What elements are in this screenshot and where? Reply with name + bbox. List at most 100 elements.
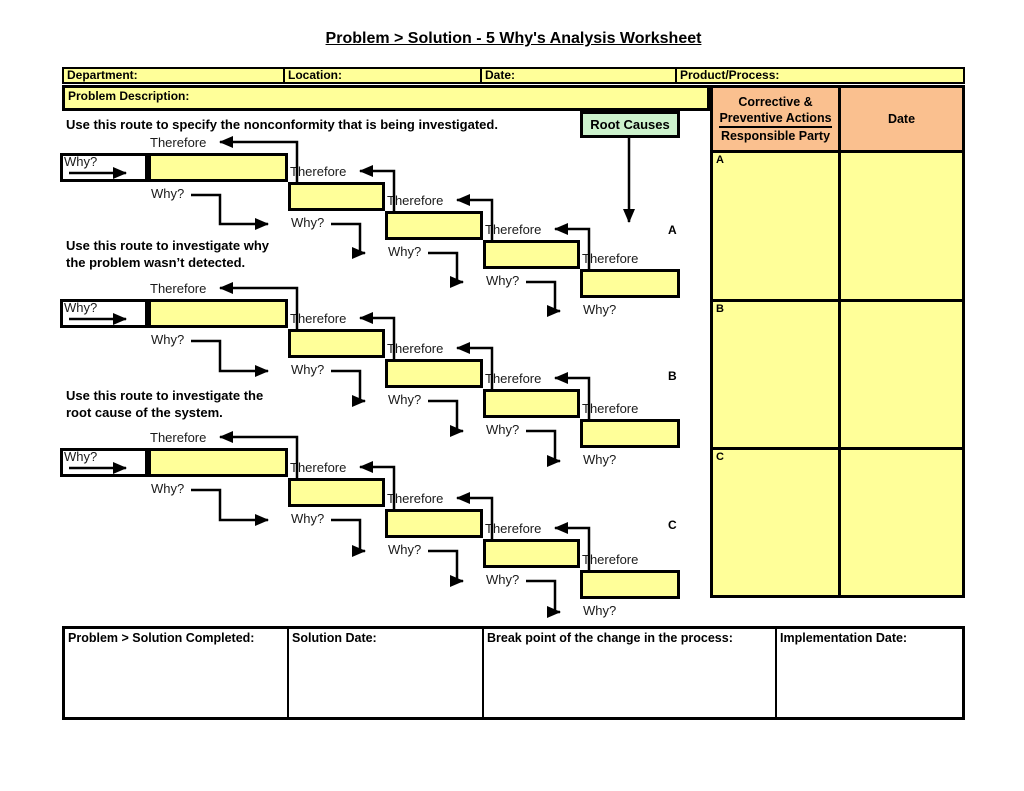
why-answer-box-A1[interactable] (148, 153, 288, 182)
why-answer-box-C5[interactable] (580, 570, 680, 599)
why-answer-box-C4[interactable] (483, 539, 580, 568)
why-start-box-C (60, 448, 148, 477)
instruction-nonconformity: Use this route to specify the nonconform… (66, 116, 498, 133)
therefore-label: Therefore (485, 371, 542, 386)
why-arrow (428, 251, 464, 288)
why-answer-box-B2[interactable] (288, 329, 385, 358)
why-label: Why? (583, 302, 617, 317)
therefore-label: Therefore (387, 341, 444, 356)
why-answer-box-A4[interactable] (483, 240, 580, 269)
why-label: Why? (291, 362, 325, 377)
action-date-cell-A[interactable] (841, 153, 962, 299)
action-cell-C[interactable]: C (713, 450, 838, 595)
implementation-date-label: Implementation Date: (780, 631, 908, 645)
therefore-label: Therefore (582, 401, 639, 416)
instruction-line: Use this route to investigate why (66, 238, 269, 253)
date-header-label: Date (887, 112, 916, 126)
instruction-not-detected: Use this route to investigate why the pr… (66, 237, 269, 271)
cascade-letter-C: C (668, 518, 677, 532)
therefore-label: Therefore (485, 222, 542, 237)
location-label: Location: (288, 69, 342, 82)
why-start-box-B (60, 299, 148, 328)
row-letter-A: A (716, 154, 724, 166)
implementation-date-field[interactable]: Implementation Date: (777, 629, 962, 717)
why-arrow (191, 488, 269, 526)
completion-footer-table: Problem > Solution Completed: Solution D… (62, 626, 965, 720)
why-label: Why? (151, 186, 185, 201)
why-label: Why? (151, 481, 185, 496)
therefore-label: Therefore (150, 281, 207, 296)
date-field[interactable]: Date: (482, 69, 675, 82)
department-label: Department: (67, 69, 138, 82)
why-answer-box-A2[interactable] (288, 182, 385, 211)
why-answer-box-C1[interactable] (148, 448, 288, 477)
therefore-label: Therefore (290, 311, 347, 326)
therefore-label: Therefore (582, 251, 639, 266)
department-field[interactable]: Department: (64, 69, 283, 82)
break-point-field[interactable]: Break point of the change in the process… (484, 629, 775, 717)
why-answer-box-B1[interactable] (148, 299, 288, 328)
why-start-label-C: Why? (64, 449, 98, 464)
actions-header-line: Corrective & (738, 95, 813, 109)
therefore-label: Therefore (387, 193, 444, 208)
solution-completed-label: Problem > Solution Completed: (68, 631, 255, 645)
why-answer-box-C3[interactable] (385, 509, 483, 538)
why-arrow (428, 399, 464, 437)
cascade-letter-B: B (668, 369, 677, 383)
why-arrow (526, 429, 561, 467)
why-start-label-B: Why? (64, 300, 98, 315)
problem-description-field[interactable]: Problem Description: (62, 85, 710, 111)
why-label: Why? (388, 392, 422, 407)
why-label: Why? (486, 273, 520, 288)
instruction-line: the problem wasn’t detected. (66, 255, 246, 270)
why-answer-box-B3[interactable] (385, 359, 483, 388)
why-arrow (526, 280, 561, 317)
product-process-field[interactable]: Product/Process: (677, 69, 963, 82)
why-start-box-A (60, 153, 148, 182)
why-arrow (526, 579, 561, 618)
break-point-label: Break point of the change in the process… (487, 631, 733, 645)
why-arrow (191, 193, 269, 230)
why-arrow (331, 518, 366, 557)
row-letter-B: B (716, 303, 724, 315)
therefore-label: Therefore (387, 491, 444, 506)
root-causes-badge: Root Causes (580, 111, 680, 138)
instruction-line: Use this route to investigate the (66, 388, 264, 403)
why-answer-box-B5[interactable] (580, 419, 680, 448)
action-cell-B[interactable]: B (713, 302, 838, 447)
instruction-line: Use this route to specify the nonconform… (66, 117, 498, 132)
why-answer-box-A3[interactable] (385, 211, 483, 240)
action-cell-A[interactable]: A (713, 153, 838, 299)
row-letter-C: C (716, 451, 724, 463)
therefore-label: Therefore (150, 135, 207, 150)
solution-completed-field[interactable]: Problem > Solution Completed: (65, 629, 287, 717)
why-arrow (331, 369, 366, 407)
location-field[interactable]: Location: (285, 69, 480, 82)
problem-description-label: Problem Description: (68, 89, 190, 103)
why-label: Why? (291, 511, 325, 526)
why-label: Why? (486, 572, 520, 587)
why-answer-box-A5[interactable] (580, 269, 680, 298)
solution-date-field[interactable]: Solution Date: (289, 629, 482, 717)
date-header-cell: Date (841, 88, 962, 150)
actions-header-line: Preventive Actions (719, 110, 832, 128)
cascade-letter-A: A (668, 223, 677, 237)
solution-date-label: Solution Date: (292, 631, 377, 645)
why-arrow (331, 222, 366, 259)
therefore-label: Therefore (582, 552, 639, 567)
actions-header-line: Responsible Party (720, 129, 831, 143)
action-date-cell-B[interactable] (841, 302, 962, 447)
why-start-label-A: Why? (64, 154, 98, 169)
therefore-label: Therefore (290, 164, 347, 179)
why-answer-box-C2[interactable] (288, 478, 385, 507)
why-label: Why? (486, 422, 520, 437)
actions-header-cell: Corrective & Preventive Actions Responsi… (713, 88, 838, 150)
why-label: Why? (291, 215, 325, 230)
instruction-line: root cause of the system. (66, 405, 223, 420)
why-answer-box-B4[interactable] (483, 389, 580, 418)
corrective-actions-panel: Corrective & Preventive Actions Responsi… (710, 85, 965, 598)
action-date-cell-C[interactable] (841, 450, 962, 595)
why-label: Why? (388, 542, 422, 557)
why-label: Why? (583, 452, 617, 467)
